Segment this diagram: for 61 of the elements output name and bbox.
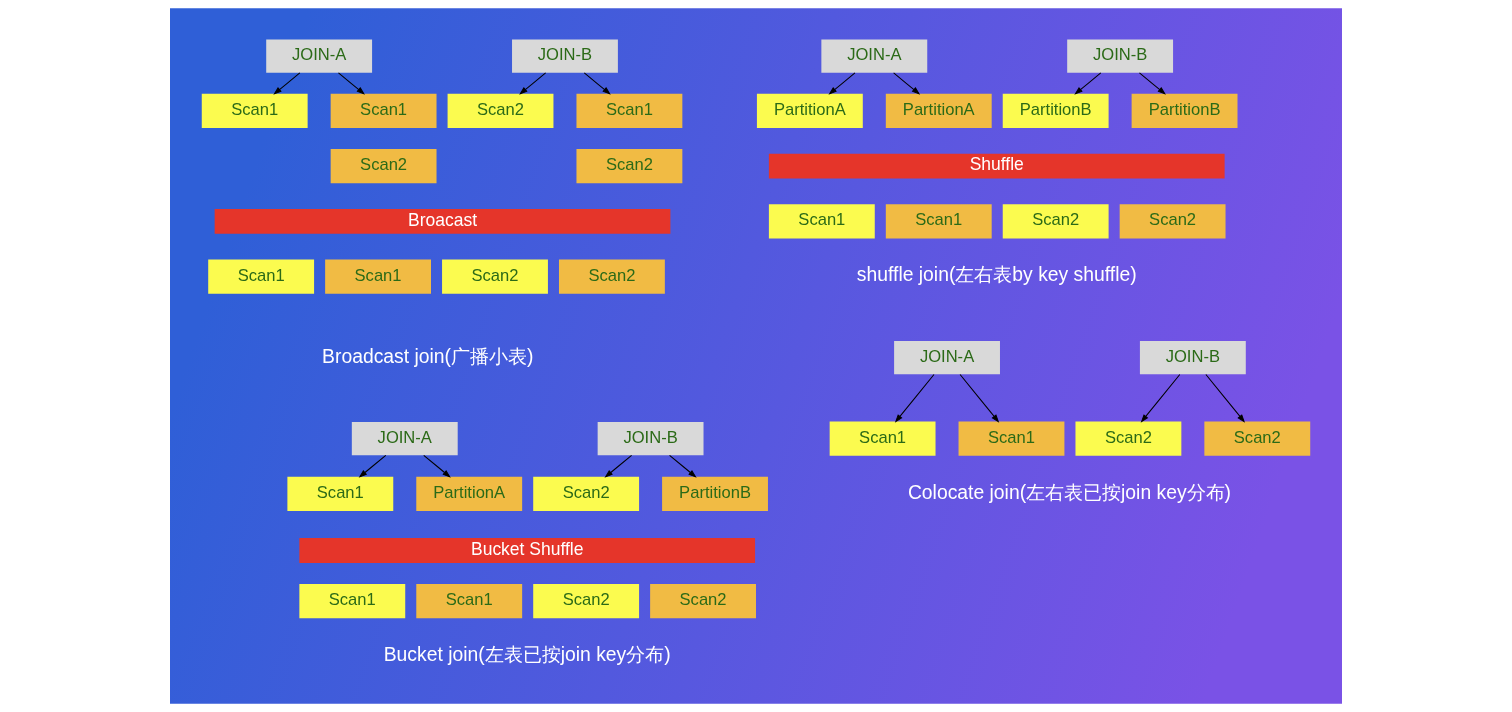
arrow xyxy=(893,72,921,95)
node-box: Shuffle xyxy=(768,153,1225,179)
node-box: Scan2 xyxy=(330,149,437,184)
node-box: JOIN-B xyxy=(512,39,618,73)
node-box: Scan2 xyxy=(1204,421,1311,456)
arrow xyxy=(423,454,451,478)
node-box: PartitionA xyxy=(756,93,863,128)
label: shuffle join(左右表by key shuffle) xyxy=(856,264,1137,286)
node-box: Scan2 xyxy=(1002,204,1109,239)
label: Broadcast join(广播小表) xyxy=(322,345,534,367)
node-box: JOIN-B xyxy=(1067,39,1174,73)
arrow xyxy=(273,72,301,95)
node-box: Scan1 xyxy=(201,93,308,128)
node-box: JOIN-A xyxy=(351,422,458,456)
arrow xyxy=(337,72,365,95)
node-box: Scan1 xyxy=(829,421,936,456)
node-box: JOIN-A xyxy=(266,39,373,73)
node-box: Scan2 xyxy=(533,476,640,511)
node-box: Scan1 xyxy=(576,93,683,128)
node-box: PartitionA xyxy=(885,93,992,128)
node-box: Broacast xyxy=(214,208,671,234)
node-box: Bucket Shuffle xyxy=(299,538,756,563)
arrow xyxy=(959,374,1000,423)
node-box: Scan1 xyxy=(330,93,437,128)
node-box: Scan2 xyxy=(447,93,554,128)
arrow xyxy=(604,454,633,478)
node-box: Scan1 xyxy=(768,204,875,239)
node-box: Scan1 xyxy=(885,204,992,239)
arrow xyxy=(519,72,547,95)
node-box: Scan2 xyxy=(1075,421,1182,456)
node-box: PartitionA xyxy=(416,476,523,511)
node-box: JOIN-B xyxy=(1139,341,1246,375)
label: Bucket join(左表已按join key分布) xyxy=(383,643,671,665)
arrow xyxy=(1140,374,1181,423)
arrow xyxy=(828,72,856,95)
node-box: Scan1 xyxy=(208,259,315,294)
node-box: Scan1 xyxy=(416,584,523,619)
node-box: Scan2 xyxy=(650,584,756,619)
node-box: Scan1 xyxy=(299,584,406,619)
arrow xyxy=(894,374,935,423)
node-box: Scan2 xyxy=(559,259,665,294)
arrow xyxy=(1138,72,1166,95)
node-box: Scan2 xyxy=(533,584,640,619)
node-box: JOIN-B xyxy=(597,422,704,456)
node-box: Scan1 xyxy=(287,476,394,511)
arrow xyxy=(1074,72,1102,95)
node-box: JOIN-A xyxy=(894,341,1000,375)
node-box: JOIN-A xyxy=(821,39,928,73)
node-box: Scan2 xyxy=(1119,204,1226,239)
arrow xyxy=(358,454,387,478)
arrow xyxy=(1205,374,1246,423)
arrow xyxy=(669,454,697,478)
node-box: PartitionB xyxy=(1002,93,1109,128)
node-box: Scan2 xyxy=(442,259,548,294)
node-box: Scan2 xyxy=(576,149,683,184)
arrow xyxy=(583,72,611,95)
node-box: Scan1 xyxy=(958,421,1065,456)
node-box: Scan1 xyxy=(325,259,431,294)
node-box: PartitionB xyxy=(1131,93,1238,128)
label: Colocate join(左右表已按join key分布) xyxy=(907,481,1232,503)
node-box: PartitionB xyxy=(662,476,768,511)
